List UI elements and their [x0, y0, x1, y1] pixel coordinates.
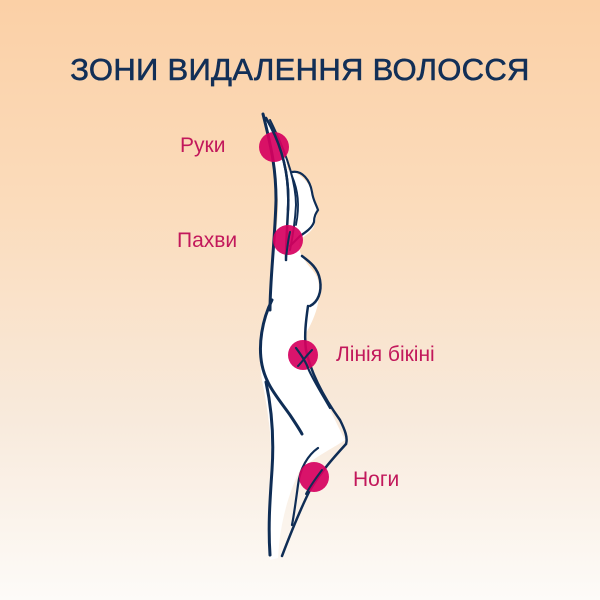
chest-outline: [300, 254, 322, 308]
back-leg-line: [264, 380, 275, 557]
zone-label-arms: Руки: [180, 134, 226, 157]
zone-label-armpits: Пахви: [177, 229, 238, 252]
zone-marker-legs: [299, 462, 329, 492]
knee-line: [290, 446, 320, 527]
hair-line: [291, 175, 299, 226]
body-fill: [260, 112, 345, 560]
zone-label-bikini: Лінія бікіні: [336, 343, 435, 366]
front-torso-line: [303, 304, 348, 446]
zone-marker-bikini: [288, 340, 318, 370]
zone-label-legs: Ноги: [353, 468, 400, 491]
zone-marker-arms: [259, 132, 289, 162]
page-title: ЗОНИ ВИДАЛЕННЯ ВОЛОССЯ: [70, 52, 530, 88]
back-waist-line: [258, 298, 304, 436]
